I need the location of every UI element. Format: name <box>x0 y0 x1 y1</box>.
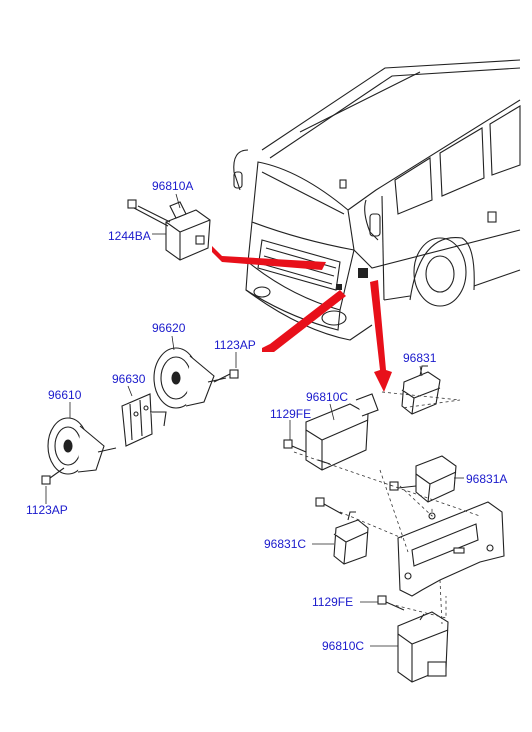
label-1244BA[interactable]: 1244BA <box>108 229 151 243</box>
horn-96610[interactable] <box>47 417 117 475</box>
part-labels: 96810A 1244BA 96620 1123AP 96630 96610 1… <box>26 179 507 653</box>
label-1123AP-upper[interactable]: 1123AP <box>214 338 256 352</box>
bolt-96831A[interactable] <box>389 481 417 491</box>
arrow-origin-marks <box>336 268 368 290</box>
label-96810C-upper[interactable]: 96810C <box>306 390 348 404</box>
relay-96831C[interactable] <box>333 511 369 565</box>
leader-lines <box>45 193 464 647</box>
horn-96620[interactable] <box>153 347 227 409</box>
part-96810A-unit[interactable] <box>165 201 211 261</box>
bolt-bracket-upper[interactable] <box>315 497 343 515</box>
label-96810A[interactable]: 96810A <box>152 179 193 193</box>
assembly-guide-lines <box>293 391 481 625</box>
label-96610[interactable]: 96610 <box>48 388 82 402</box>
module-96810C-upper[interactable] <box>305 393 379 471</box>
bolt-1244BA[interactable] <box>127 199 171 227</box>
label-1129FE-lower[interactable]: 1129FE <box>312 595 353 609</box>
relay-96831[interactable] <box>401 365 441 415</box>
arrow-to-horn-location <box>262 290 346 352</box>
label-96831A[interactable]: 96831A <box>466 472 507 486</box>
label-96620[interactable]: 96620 <box>152 321 186 335</box>
module-96810C-lower[interactable] <box>397 611 449 683</box>
label-96630[interactable]: 96630 <box>112 372 146 386</box>
label-1123AP-lower[interactable]: 1123AP <box>26 503 68 517</box>
bolt-1129FE-upper[interactable] <box>283 439 307 453</box>
label-96831[interactable]: 96831 <box>403 351 437 365</box>
callout-arrows <box>212 246 392 392</box>
relay-96831A[interactable] <box>415 455 457 503</box>
arrow-to-96810A-location <box>212 246 326 270</box>
bracket-96630[interactable] <box>121 393 167 447</box>
arrow-to-relay-bracket-location <box>370 280 392 392</box>
relay-mounting-bracket[interactable] <box>397 501 505 597</box>
label-96810C-lower[interactable]: 96810C <box>322 639 364 653</box>
bolt-1129FE-lower[interactable] <box>377 595 405 611</box>
label-96831C[interactable]: 96831C <box>264 537 306 551</box>
label-1129FE-upper[interactable]: 1129FE <box>270 407 311 421</box>
bolt-1123AP-lower[interactable] <box>41 467 65 485</box>
bolt-1123AP-upper[interactable] <box>213 369 239 383</box>
